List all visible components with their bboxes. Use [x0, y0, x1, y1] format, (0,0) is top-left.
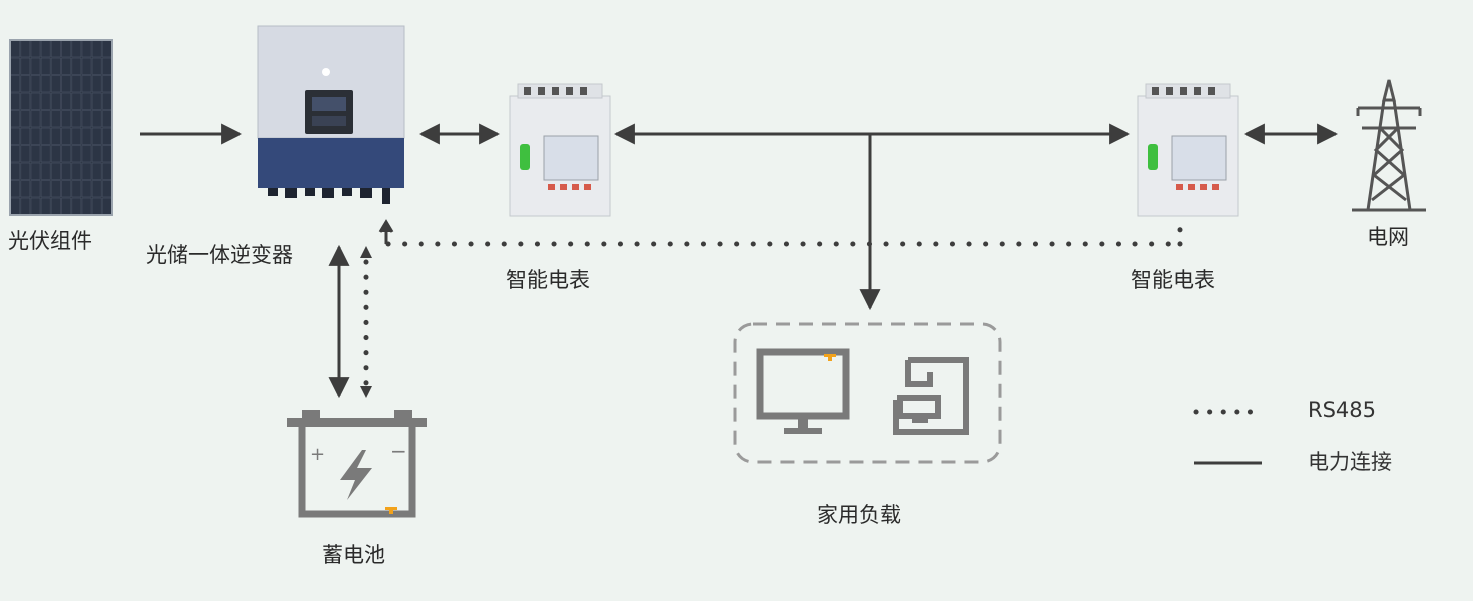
- smart-meter-icon: [509, 83, 611, 217]
- household-load-box: [733, 322, 1002, 464]
- meter-right-label: 智能电表: [1131, 268, 1215, 292]
- inverter-label: 光储一体逆变器: [146, 243, 293, 267]
- legend: [1193, 409, 1265, 465]
- power-lines: [140, 123, 1339, 399]
- pv-label: 光伏组件: [8, 229, 92, 253]
- battery-icon: + −: [287, 410, 427, 518]
- legend-power-label: 电力连接: [1308, 450, 1392, 474]
- legend-rs485-label: RS485: [1308, 398, 1377, 422]
- battery-label: 蓄电池: [322, 543, 385, 567]
- rs485-lines: [363, 225, 1183, 387]
- inverter-icon: [257, 25, 405, 204]
- rs485-arrowheads: [360, 246, 372, 398]
- solar-panel-icon: [9, 39, 113, 216]
- smart-meter-icon: [1137, 83, 1239, 217]
- svg-text:−: −: [390, 439, 407, 463]
- svg-text:+: +: [310, 444, 325, 465]
- coffee-machine-icon: [893, 357, 969, 435]
- grid-label: 电网: [1367, 225, 1409, 249]
- meter-left-label: 智能电表: [506, 268, 590, 292]
- power-tower-icon: [1352, 79, 1426, 212]
- inverter-rs485-riser: [378, 219, 394, 244]
- monitor-icon: [756, 348, 850, 434]
- load-label: 家用负载: [817, 503, 901, 527]
